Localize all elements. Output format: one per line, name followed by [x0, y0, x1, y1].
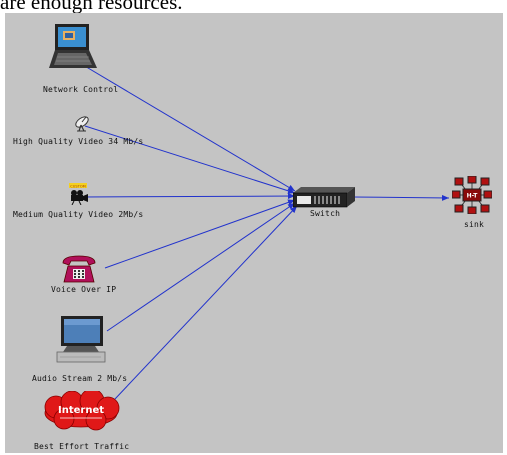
node-label-voice-over-ip: Voice Over IP — [51, 285, 117, 294]
medium-video-badge: CUSTOM — [70, 184, 86, 188]
switch-icon — [293, 187, 355, 208]
node-high-quality-video[interactable] — [73, 114, 91, 132]
node-network-control[interactable] — [45, 22, 101, 72]
caption-text: are enough resources. — [0, 0, 183, 14]
node-switch[interactable] — [293, 187, 355, 209]
node-best-effort[interactable]: Internet — [38, 391, 124, 433]
link-best-effort — [114, 205, 298, 400]
node-label-high-quality-video: High Quality Video 34 Mb/s — [13, 137, 144, 146]
node-label-switch: Switch — [310, 209, 341, 218]
node-label-medium-quality-video: Medium Quality Video 2Mb/s — [13, 210, 144, 219]
node-label-sink: sink — [464, 220, 485, 229]
node-sink[interactable]: H-T — [452, 176, 492, 214]
satellite-dish-icon — [75, 116, 89, 132]
laptop-icon — [49, 24, 97, 68]
link-audio-stream — [106, 202, 296, 332]
node-label-network-control: Network Control — [43, 85, 119, 94]
node-medium-quality-video[interactable]: CUSTOM — [65, 183, 91, 205]
node-label-best-effort: Best Effort Traffic — [34, 442, 130, 451]
node-voice-over-ip[interactable] — [61, 254, 97, 284]
monitor-icon — [56, 316, 106, 363]
link-medium-quality-video — [82, 193, 296, 200]
network-diagram-canvas[interactable]: Network Control High Quality Video 34 Mb… — [5, 13, 503, 453]
node-audio-stream[interactable] — [55, 315, 107, 365]
telephone-icon — [62, 255, 96, 283]
link-network-control — [82, 64, 296, 192]
internet-cloud-icon: Internet — [44, 391, 120, 431]
cloud-internet-text: Internet — [58, 405, 104, 416]
link-voice-over-ip — [104, 199, 296, 269]
link-switch-sink — [352, 194, 450, 201]
video-camera-icon: CUSTOM — [69, 183, 88, 205]
link-layer — [82, 64, 450, 400]
link-high-quality-video — [84, 125, 296, 194]
sink-icon: H-T — [452, 176, 492, 214]
sink-badge: H-T — [467, 193, 479, 200]
node-label-audio-stream: Audio Stream 2 Mb/s — [32, 374, 128, 383]
